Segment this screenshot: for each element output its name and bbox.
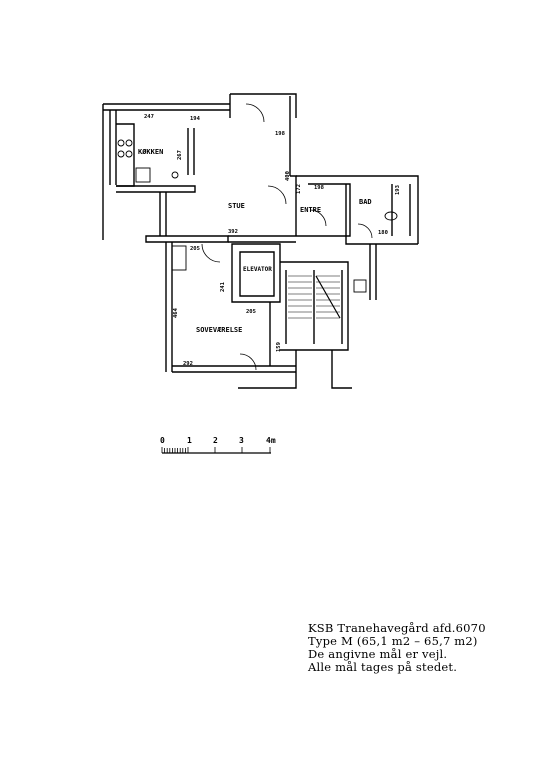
scale-label-0: 0 [160,436,165,445]
dimension-label: 180 [378,230,388,236]
room-bedroom: SOVEVÆRELSE [196,326,242,334]
room-elevator: ELEVATOR [243,266,272,273]
caption-line-2: Type M (65,1 m2 – 65,7 m2) [308,634,478,648]
dimension-label: 205 [190,246,200,252]
scale-label-4: 4m [266,436,276,445]
dimension-label: 159 [276,342,282,352]
dimension-label: 194 [190,116,201,122]
dimension-label: 193 [395,185,401,195]
scale-ticks [161,447,271,453]
dimension-label: 267 [177,150,183,160]
dimension-label: 205 [246,309,256,315]
dimension-label: 392 [228,229,238,235]
dimension-label: 172 [296,184,302,194]
doors [201,103,373,371]
walls [102,93,419,389]
caption: KSB Tranehavegård afd.6070 Type M (65,1 … [308,622,486,674]
room-labels: KØKKEN STUE ENTRE BAD ELEVATOR SOVEVÆREL… [138,148,372,334]
dimension-label: 292 [183,361,193,367]
caption-line-3: De angivne mål er vejl. [308,647,448,661]
fixtures [117,139,398,293]
scale-bar: 0 1 2 3 4m [160,436,276,454]
room-kitchen: KØKKEN [138,148,163,156]
dimension-label: 247 [144,114,154,120]
caption-line-1: KSB Tranehavegård afd.6070 [308,621,486,635]
stairs [288,275,341,319]
dimension-labels: 247 194 198 267 400 172 198 193 392 180 … [144,114,401,367]
dimension-label: 464 [173,307,179,318]
dimension-label: 400 [285,171,291,181]
room-entry: ENTRE [300,206,321,214]
dimension-label: 198 [314,185,324,191]
room-living: STUE [228,202,245,210]
scale-label-1: 1 [187,436,192,445]
dimension-label: 241 [220,281,226,292]
caption-line-4: Alle mål tages på stedet. [308,660,458,674]
dimension-label: 198 [275,131,285,137]
scale-label-3: 3 [239,436,244,445]
room-bath: BAD [359,198,372,206]
scale-label-2: 2 [213,436,218,445]
